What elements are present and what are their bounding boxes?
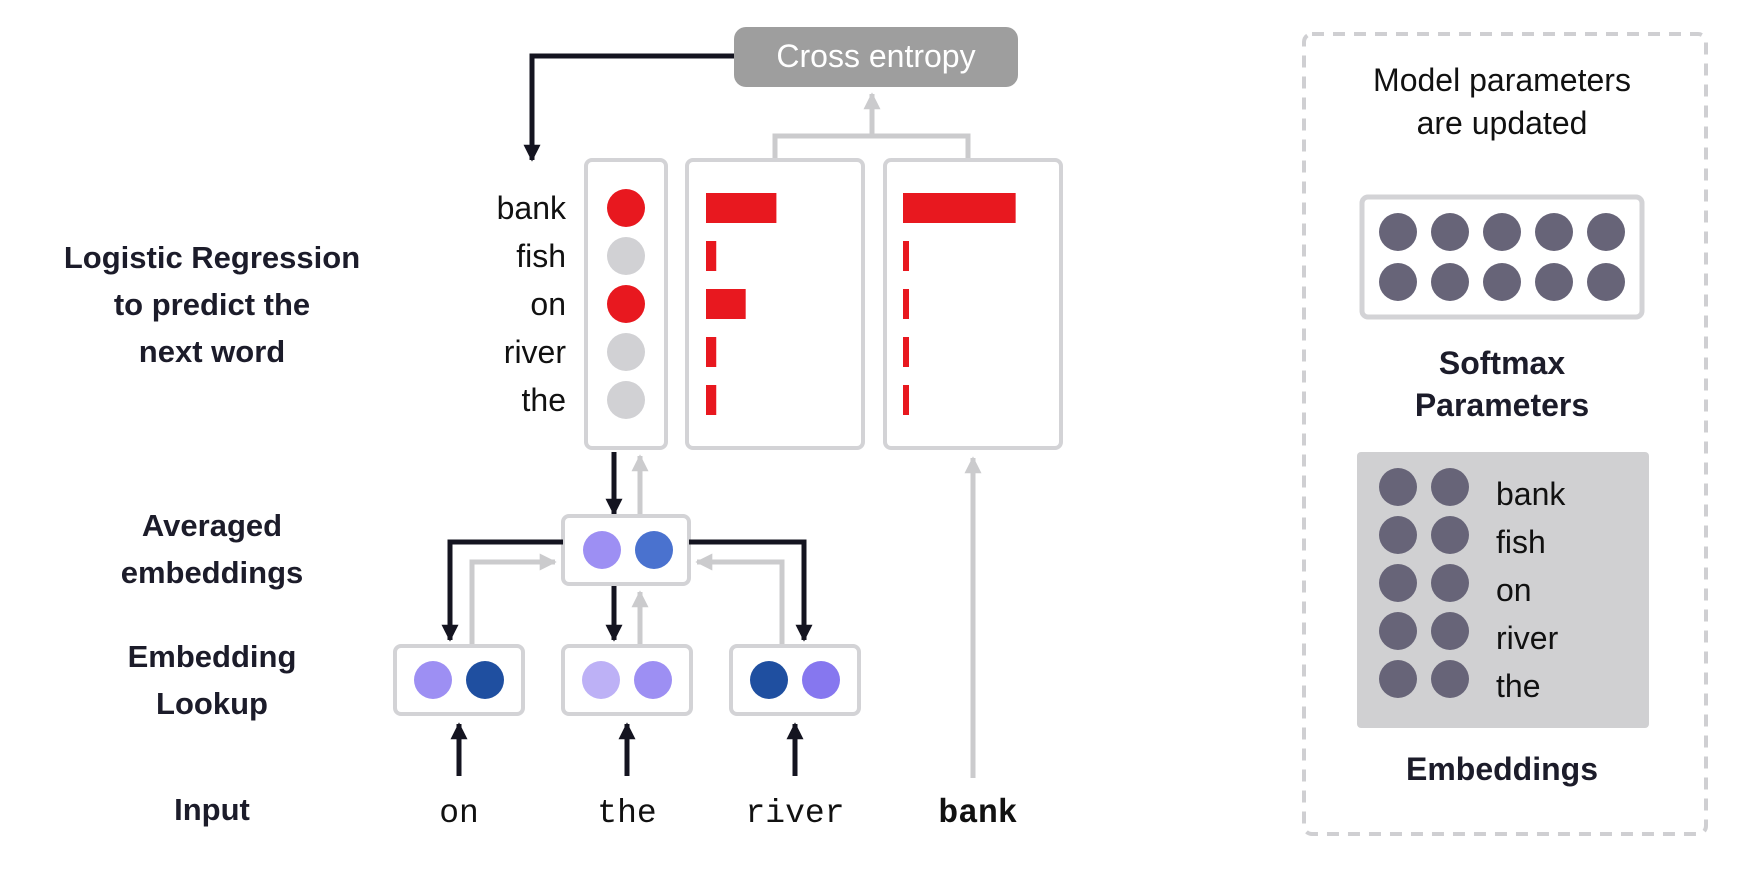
softmax-dot-1-4: [1535, 213, 1573, 251]
vocab-label-bank: bank: [497, 190, 567, 226]
averaged-embeddings-label-line1: Averaged: [142, 508, 282, 543]
vocab-label-fish: fish: [516, 238, 566, 274]
input-word-river: river: [745, 795, 844, 832]
embedding-dot-on-1: [414, 661, 452, 699]
vocab-label-on: on: [530, 286, 566, 322]
predicted-dots: [607, 189, 645, 419]
cross-entropy-node: Cross entropy: [734, 27, 1018, 87]
prediction-dot-river: [607, 333, 645, 371]
target-bar-bank: [903, 193, 1016, 223]
embedding-word-the: the: [1496, 668, 1540, 704]
embedding-word-on: on: [1496, 572, 1532, 608]
prediction-dot-on: [607, 285, 645, 323]
target-word: bank: [938, 795, 1017, 832]
softmax-dot-1-5: [1587, 213, 1625, 251]
model-parameters-panel: [1302, 32, 1708, 836]
target-bar-the: [903, 385, 909, 415]
softmax-dot-2-2: [1431, 263, 1469, 301]
embeddings-label: Embeddings: [1406, 751, 1598, 787]
embedding-word-list: bank fish on river the: [1496, 476, 1566, 704]
embeddings-panel: [1357, 452, 1649, 728]
prediction-dot-fish: [607, 237, 645, 275]
embedding-param-dot-the-1: [1379, 660, 1417, 698]
forward-arrow-right: [689, 539, 813, 642]
embedding-param-dot-river-1: [1379, 612, 1417, 650]
averaged-dot-1: [583, 531, 621, 569]
averaged-dot-2: [635, 531, 673, 569]
embedding-param-dot-bank-2: [1431, 468, 1469, 506]
target-bar-on: [903, 289, 909, 319]
softmax-dot-1-1: [1379, 213, 1417, 251]
softmax-dot-1-3: [1483, 213, 1521, 251]
embedding-parameter-dots: [1379, 468, 1469, 698]
embedding-lookup-label-line2: Lookup: [156, 686, 268, 721]
embedding-param-dot-fish-2: [1431, 516, 1469, 554]
target-distribution-bars: [903, 193, 1016, 415]
input-words: on the river bank: [439, 795, 1017, 832]
softmax-dot-2-3: [1483, 263, 1521, 301]
embedding-word-bank: bank: [1496, 476, 1566, 512]
predicted-distribution-box: [685, 158, 865, 450]
forward-arrow-left: [441, 539, 563, 642]
softmax-label-line1: Softmax: [1439, 345, 1565, 381]
embedding-lookup-dots: [414, 661, 840, 699]
input-word-on: on: [439, 795, 479, 832]
backward-arrow-left: [469, 553, 557, 644]
logistic-regression-label-line3: next word: [139, 334, 285, 369]
embedding-param-dot-bank-1: [1379, 468, 1417, 506]
softmax-dot-1-2: [1431, 213, 1469, 251]
averaged-embeddings-label-line2: embeddings: [121, 555, 304, 590]
embedding-param-dot-fish-1: [1379, 516, 1417, 554]
embedding-lookup-label-line1: Embedding: [128, 639, 297, 674]
softmax-dot-2-5: [1587, 263, 1625, 301]
target-bar-river: [903, 337, 909, 367]
embedding-dot-on-2: [466, 661, 504, 699]
input-word-the: the: [597, 795, 656, 832]
prediction-dot-bank: [607, 189, 645, 227]
predicted-distribution-bars: [706, 193, 777, 415]
loss-input-bracket: [772, 92, 971, 160]
embedding-dot-the-1: [582, 661, 620, 699]
target-distribution-box: [883, 158, 1063, 450]
embedding-dot-river-2: [802, 661, 840, 699]
predicted-bar-on: [706, 289, 746, 319]
predicted-bar-the: [706, 385, 717, 415]
panel-title-line1: Model parameters: [1373, 62, 1631, 98]
predicted-bar-bank: [706, 193, 777, 223]
embedding-dot-river-1: [750, 661, 788, 699]
cross-entropy-label: Cross entropy: [776, 38, 975, 74]
cross-entropy-box: [734, 27, 1018, 87]
embedding-word-river: river: [1496, 620, 1559, 656]
embedding-param-dot-the-2: [1431, 660, 1469, 698]
vocab-label-river: river: [504, 334, 567, 370]
embedding-dot-the-2: [634, 661, 672, 699]
backward-arrow-right: [695, 553, 785, 644]
softmax-parameter-dots: [1379, 213, 1625, 301]
softmax-dot-2-1: [1379, 263, 1417, 301]
vocab-label-the: the: [522, 382, 566, 418]
softmax-label-line2: Parameters: [1415, 387, 1589, 423]
embedding-param-dot-on-1: [1379, 564, 1417, 602]
embedding-param-dot-river-2: [1431, 612, 1469, 650]
logistic-regression-label-line2: to predict the: [114, 287, 310, 322]
averaged-embedding-dots: [583, 531, 673, 569]
predicted-bar-river: [706, 337, 717, 367]
embedding-word-fish: fish: [1496, 524, 1546, 560]
embedding-connections: [441, 539, 813, 644]
input-label: Input: [174, 792, 250, 827]
panel-title-line2: are updated: [1417, 105, 1588, 141]
target-bar-fish: [903, 241, 909, 271]
embedding-param-dot-on-2: [1431, 564, 1469, 602]
predicted-bar-fish: [706, 241, 717, 271]
prediction-dot-the: [607, 381, 645, 419]
logistic-regression-label-line1: Logistic Regression: [64, 240, 360, 275]
row-labels: Logistic Regression to predict the next …: [64, 240, 360, 827]
vocab-labels: bank fish on river the: [497, 190, 567, 418]
loss-feedback-arrow: [523, 53, 734, 162]
softmax-dot-2-4: [1535, 263, 1573, 301]
